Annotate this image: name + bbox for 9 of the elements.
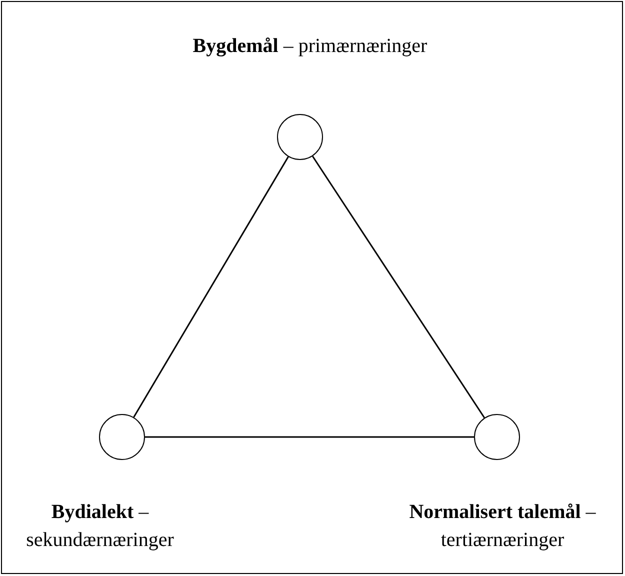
circle-node	[99, 414, 145, 460]
circle-node	[277, 114, 323, 160]
circle-node	[474, 414, 520, 460]
connector-line	[312, 156, 485, 418]
connector-line	[145, 436, 474, 438]
node-caption: Bygdemål – primærnæringer	[192, 34, 428, 59]
connector-line	[133, 156, 289, 418]
node-caption: Normalisert talemål – tertiærnæringer	[408, 500, 597, 553]
node-caption: Bydialekt – sekundærnæringer	[25, 500, 175, 553]
